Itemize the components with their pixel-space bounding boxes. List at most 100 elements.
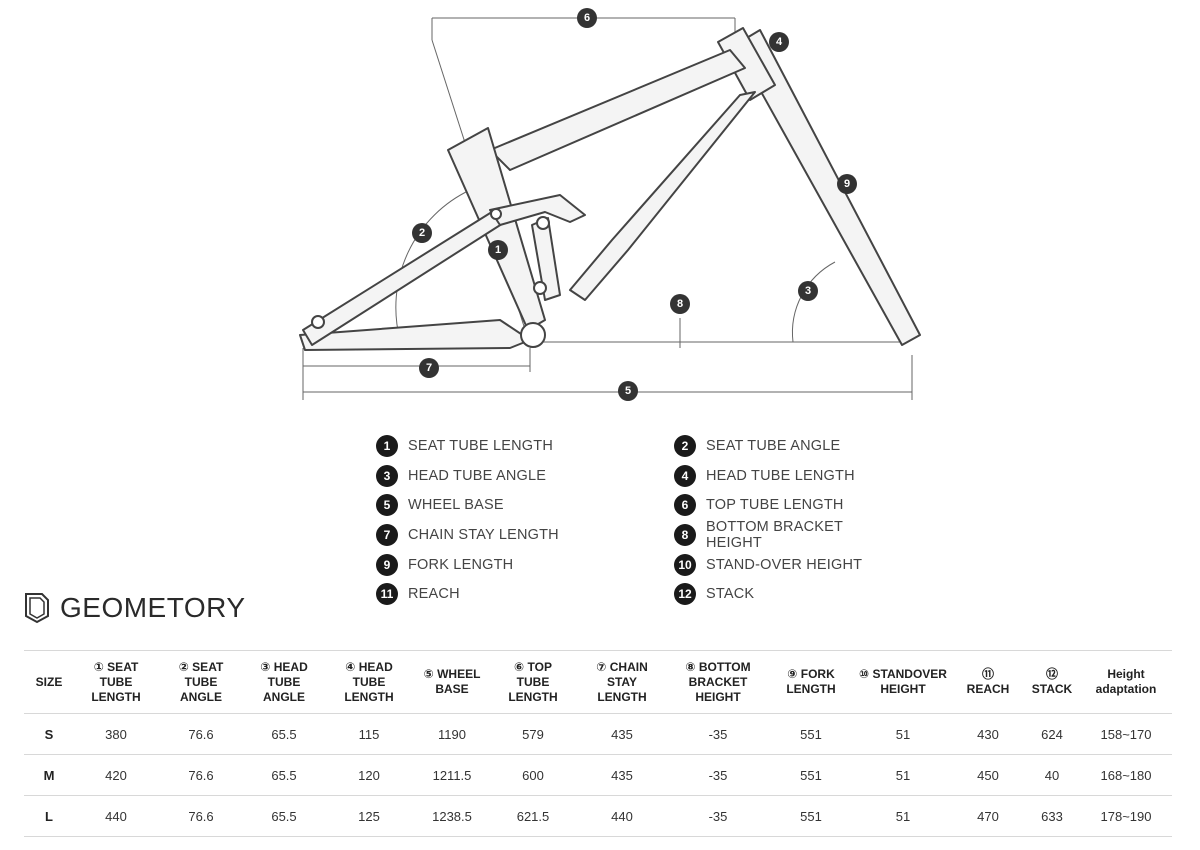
geometry-section-title: GEOMETORY (24, 590, 246, 626)
legend-item: 3 HEAD TUBE ANGLE (376, 464, 546, 488)
table-cell: 168~180 (1080, 754, 1172, 796)
legend-item: 4 HEAD TUBE LENGTH (674, 464, 855, 488)
frame-geometry-diagram: 6 4 9 2 1 3 8 7 5 (270, 0, 950, 415)
svg-text:5: 5 (625, 385, 631, 397)
svg-text:6: 6 (584, 12, 590, 24)
svg-text:1: 1 (495, 244, 501, 256)
table-cell: 65.5 (244, 754, 324, 796)
legend-number-badge: 5 (376, 494, 398, 516)
table-cell: 51 (854, 754, 952, 796)
table-cell: 551 (768, 713, 854, 755)
table-cell: 65.5 (244, 795, 324, 837)
legend-label: STACK (706, 586, 755, 602)
legend-label: REACH (408, 586, 460, 602)
legend-label: CHAIN STAY LENGTH (408, 527, 559, 543)
legend-number-badge: 2 (674, 435, 696, 457)
legend-item: 1 SEAT TUBE LENGTH (376, 434, 553, 458)
table-cell: 125 (324, 795, 414, 837)
svg-text:4: 4 (776, 36, 783, 48)
legend-item: 5 WHEEL BASE (376, 493, 504, 517)
legend-label: WHEEL BASE (408, 497, 504, 513)
table-cell: 621.5 (490, 795, 576, 837)
table-row: M 420 76.6 65.5 120 1211.5 600 435 -35 5… (24, 754, 1172, 796)
table-cell: 551 (768, 795, 854, 837)
legend-label: SEAT TUBE LENGTH (408, 438, 554, 454)
marker-1: 1 (488, 240, 508, 260)
table-cell: 65.5 (244, 713, 324, 755)
table-cell: 76.6 (158, 713, 244, 755)
table-cell: 178~190 (1080, 795, 1172, 837)
legend-number-badge: 1 (376, 435, 398, 457)
table-cell: 420 (74, 754, 158, 796)
legend-label: HEAD TUBE LENGTH (706, 468, 855, 484)
legend-item: 12 STACK (674, 582, 754, 606)
legend-label: FORK LENGTH (408, 557, 514, 573)
legend-number-badge: 9 (376, 554, 398, 576)
table-cell: -35 (668, 713, 768, 755)
table-cell: 51 (854, 713, 952, 755)
table-cell: 40 (1024, 754, 1080, 796)
table-cell: 579 (490, 713, 576, 755)
table-cell: 633 (1024, 795, 1080, 837)
legend-number-badge: 6 (674, 494, 696, 516)
svg-text:3: 3 (805, 285, 811, 297)
legend-number-badge: 4 (674, 465, 696, 487)
bike-frame-drawing: 6 4 9 2 1 3 8 7 5 (299, 8, 921, 401)
table-cell: 76.6 (158, 795, 244, 837)
legend-number-badge: 10 (674, 554, 696, 576)
legend-item: 8 BOTTOM BRACKET HEIGHT (674, 519, 896, 551)
svg-text:2: 2 (419, 227, 425, 239)
svg-text:7: 7 (426, 362, 432, 374)
legend-number-badge: 7 (376, 524, 398, 546)
table-cell: 435 (576, 754, 668, 796)
legend-label: BOTTOM BRACKET HEIGHT (706, 519, 843, 551)
marker-8: 8 (670, 294, 690, 314)
legend-number-badge: 12 (674, 583, 696, 605)
svg-text:9: 9 (844, 178, 850, 190)
marker-4: 4 (769, 32, 789, 52)
table-cell: 470 (952, 795, 1024, 837)
table-row: L 440 76.6 65.5 125 1238.5 621.5 440 -35… (24, 795, 1172, 837)
table-cell: 551 (768, 754, 854, 796)
marker-7: 7 (419, 358, 439, 378)
legend-number-badge: 11 (376, 583, 398, 605)
marker-5: 5 (618, 381, 638, 401)
table-cell: 76.6 (158, 754, 244, 796)
legend-label: HEAD TUBE ANGLE (408, 468, 547, 484)
table-cell: 440 (576, 795, 668, 837)
legend-item: 2 SEAT TUBE ANGLE (674, 434, 840, 458)
table-cell: 158~170 (1080, 713, 1172, 755)
legend-label: TOP TUBE LENGTH (706, 497, 844, 513)
header-size: SIZE (24, 650, 74, 714)
legend-item: 6 TOP TUBE LENGTH (674, 493, 844, 517)
table-cell: -35 (668, 754, 768, 796)
table-cell: 51 (854, 795, 952, 837)
dimension-legend: 1 SEAT TUBE LENGTH 2 SEAT TUBE ANGLE 3 H… (376, 434, 896, 614)
table-cell: 624 (1024, 713, 1080, 755)
table-cell: 115 (324, 713, 414, 755)
marker-3: 3 (798, 281, 818, 301)
table-cell: 1238.5 (414, 795, 490, 837)
table-cell: 380 (74, 713, 158, 755)
size-cell: M (24, 754, 74, 796)
legend-number-badge: 8 (674, 524, 696, 546)
legend-item: 11 REACH (376, 582, 460, 606)
legend-item: 7 CHAIN STAY LENGTH (376, 523, 559, 547)
legend-number-badge: 3 (376, 465, 398, 487)
legend-label: SEAT TUBE ANGLE (706, 438, 841, 454)
table-cell: 120 (324, 754, 414, 796)
svg-text:8: 8 (677, 298, 683, 310)
